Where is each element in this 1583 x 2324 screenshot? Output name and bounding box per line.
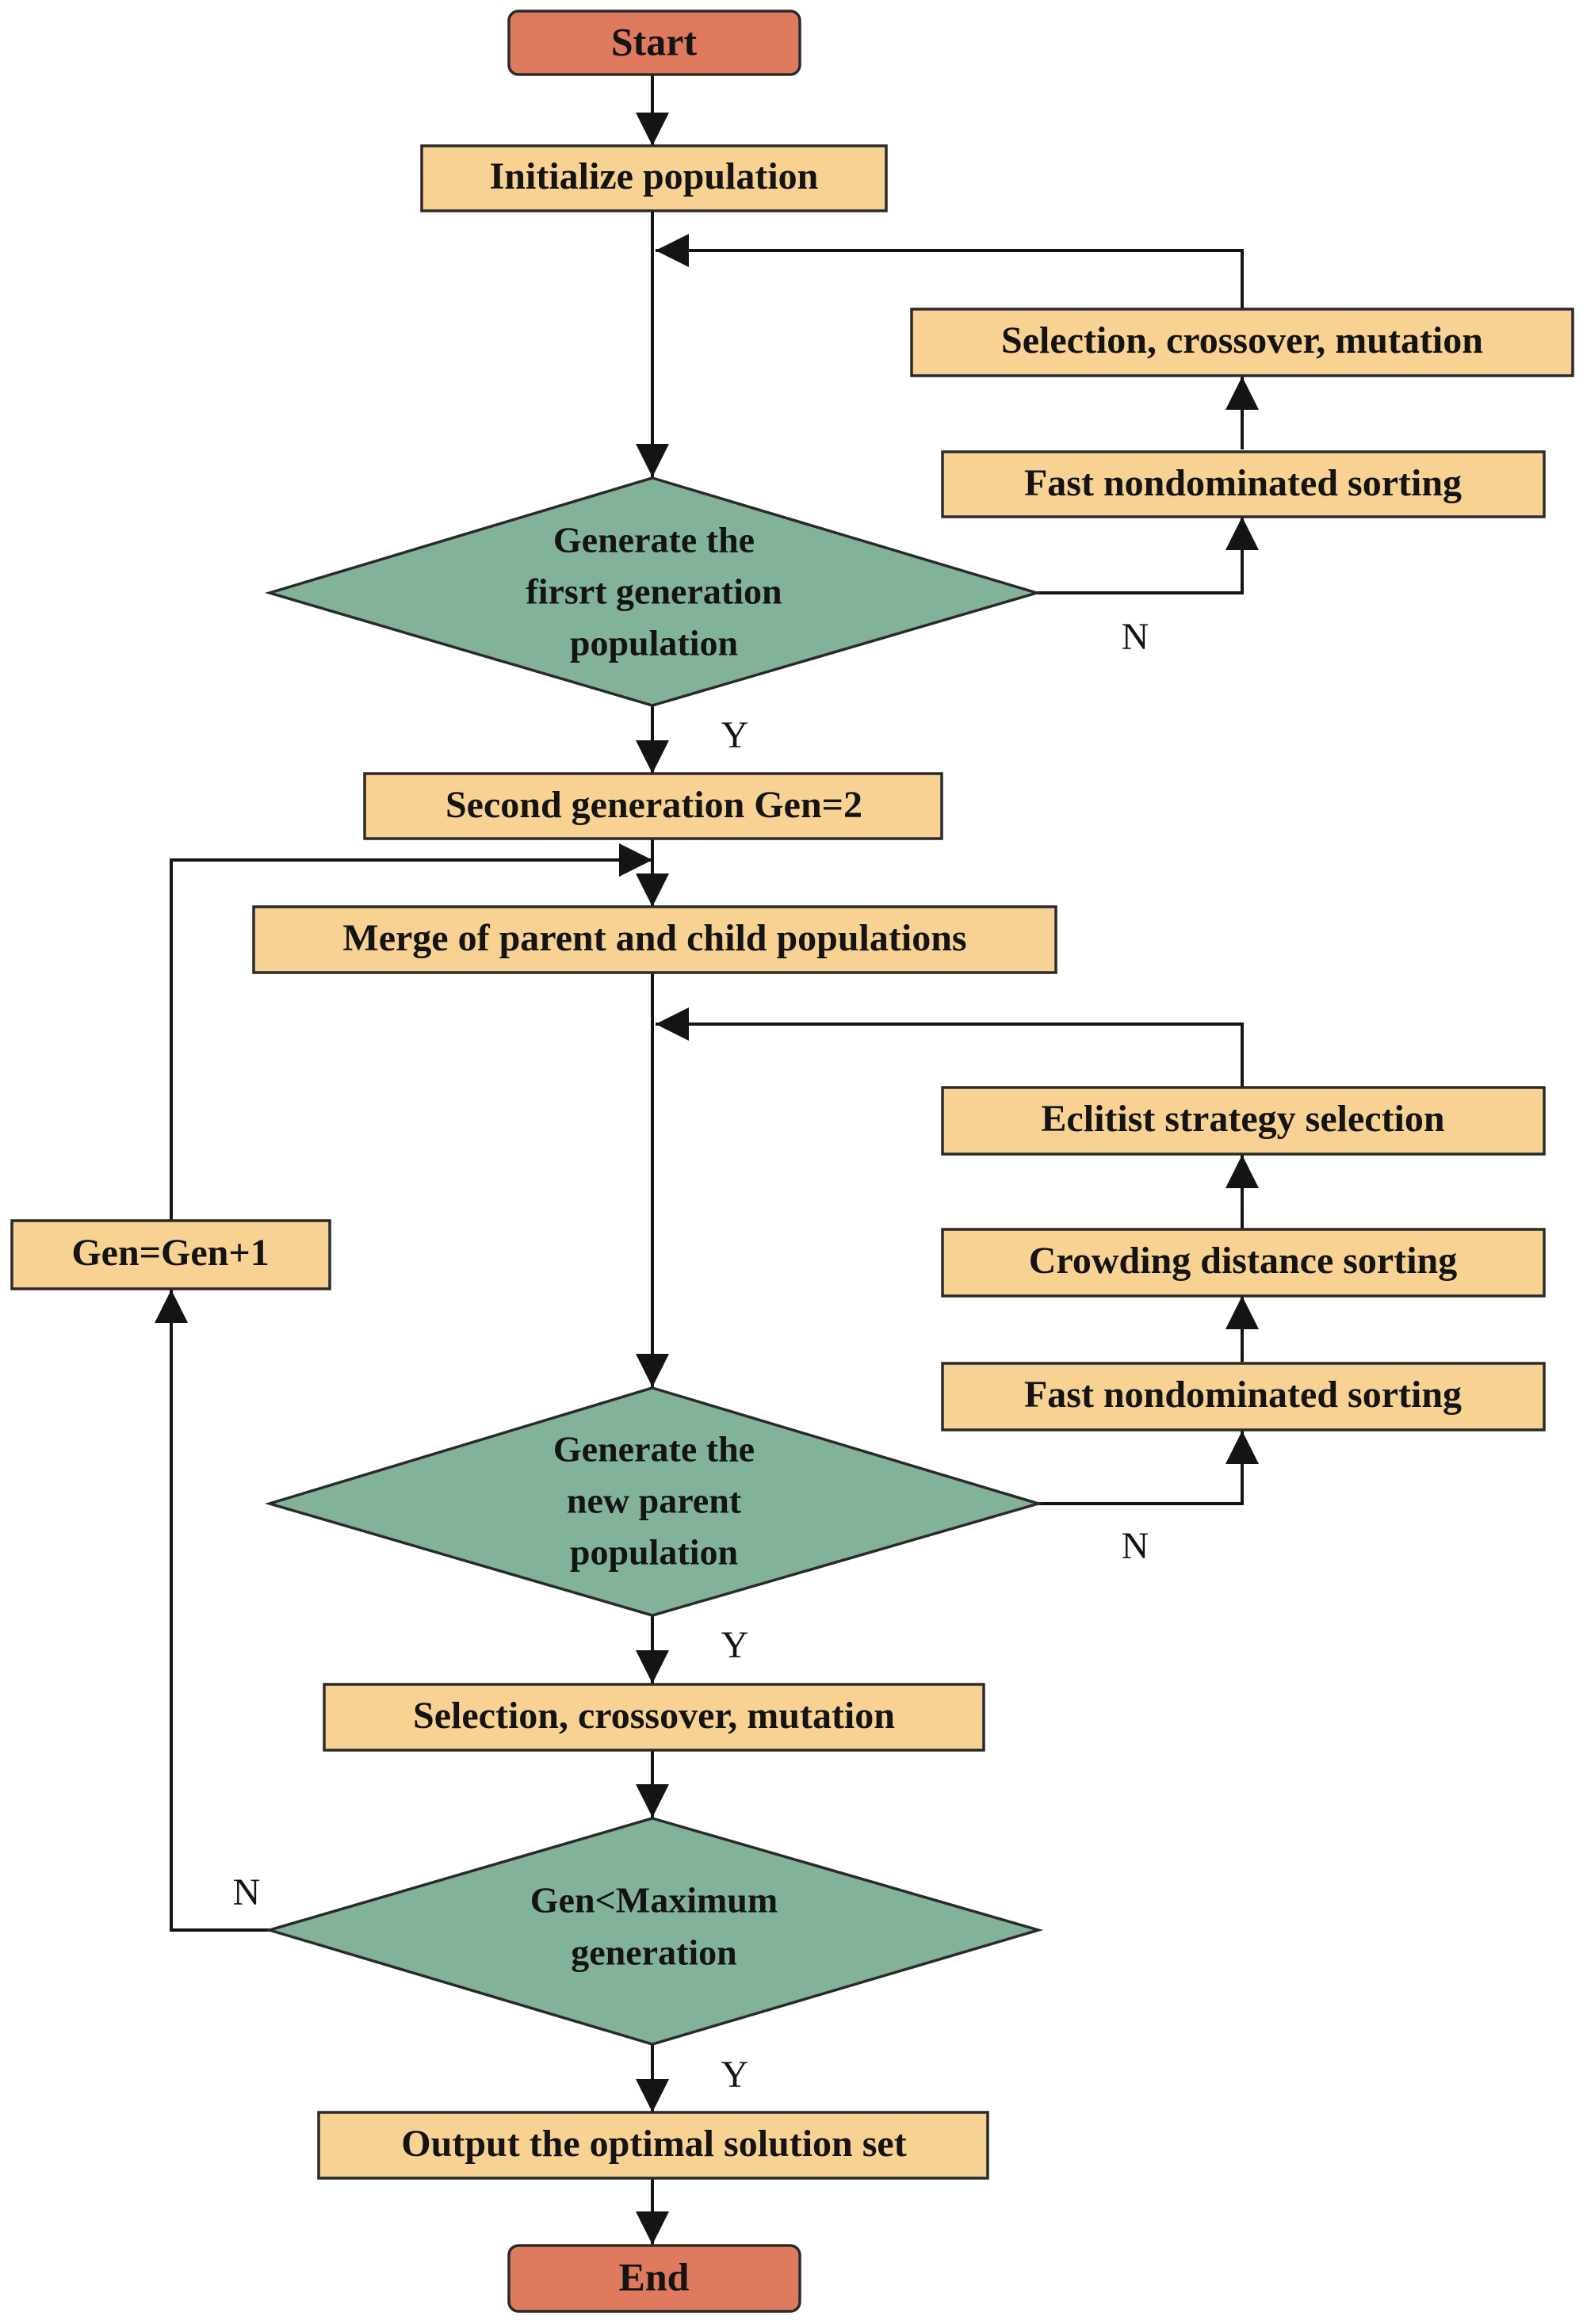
decision-first-gen: Generate the firsrt generation populatio… bbox=[264, 476, 1042, 707]
label-first-gen-no: N bbox=[1122, 616, 1149, 658]
decision-first-gen-line-3: population bbox=[570, 623, 738, 663]
node-start-label: Start bbox=[611, 19, 698, 63]
node-elitist-selection-label: Eclitist strategy selection bbox=[1041, 1098, 1444, 1140]
node-gen-increment-label: Gen=Gen+1 bbox=[71, 1232, 269, 1274]
decision-max-gen-line-1: Gen<Maximum bbox=[530, 1880, 778, 1921]
node-selection-crossover-mutation-top-label: Selection, crossover, mutation bbox=[1001, 319, 1483, 361]
node-merge-populations: Merge of parent and child populations bbox=[252, 905, 1057, 974]
decision-new-parent: Generate the new parent population bbox=[264, 1386, 1044, 1617]
node-fast-sorting-bottom: Fast nondominated sorting bbox=[941, 1362, 1546, 1431]
decision-first-gen-line-2: firsrt generation bbox=[526, 571, 782, 612]
node-init-population: Initialize population bbox=[420, 144, 888, 212]
edge-labels: N Y N Y N Y bbox=[233, 616, 1149, 2096]
node-output-solution: Output the optimal solution set bbox=[317, 2111, 989, 2180]
decision-new-parent-line-1: Generate the bbox=[553, 1429, 755, 1470]
decision-new-parent-line-2: new parent bbox=[567, 1481, 742, 1521]
node-fast-sorting-bottom-label: Fast nondominated sorting bbox=[1024, 1374, 1462, 1416]
node-crowding-sorting-label: Crowding distance sorting bbox=[1029, 1240, 1458, 1282]
node-merge-populations-label: Merge of parent and child populations bbox=[342, 917, 966, 959]
node-selection-crossover-mutation-top: Selection, crossover, mutation bbox=[910, 308, 1574, 377]
node-elitist-selection: Eclitist strategy selection bbox=[941, 1086, 1546, 1156]
node-fast-sorting-top-label: Fast nondominated sorting bbox=[1024, 462, 1462, 504]
edge-elitist-loop-back bbox=[656, 1007, 1244, 1087]
edge-selection-loop-back bbox=[656, 234, 1244, 309]
edge-max-gen-no-to-gen-increment bbox=[155, 1290, 270, 1932]
decision-max-gen-line-2: generation bbox=[571, 1932, 737, 1973]
node-end: End bbox=[507, 2244, 801, 2313]
node-second-gen-label: Second generation Gen=2 bbox=[445, 784, 862, 826]
label-new-parent-no: N bbox=[1122, 1525, 1149, 1567]
decision-new-parent-line-3: population bbox=[570, 1532, 738, 1573]
edges bbox=[155, 75, 1259, 2245]
edge-new-parent-no-to-fast-sorting bbox=[1038, 1431, 1259, 1505]
node-gen-increment: Gen=Gen+1 bbox=[10, 1219, 331, 1290]
node-init-population-label: Initialize population bbox=[490, 155, 819, 197]
node-selection-crossover-mutation-bottom: Selection, crossover, mutation bbox=[323, 1683, 985, 1752]
node-second-gen: Second generation Gen=2 bbox=[363, 772, 943, 840]
decision-max-gen: Gen<Maximum generation bbox=[264, 1817, 1044, 2046]
node-output-solution-label: Output the optimal solution set bbox=[401, 2123, 906, 2165]
edge-first-gen-no-to-fast-sorting bbox=[1037, 517, 1259, 594]
decision-first-gen-line-1: Generate the bbox=[553, 520, 755, 560]
label-max-gen-yes: Y bbox=[721, 2054, 749, 2096]
node-end-label: End bbox=[619, 2254, 690, 2299]
node-start: Start bbox=[507, 10, 801, 76]
node-fast-sorting-top: Fast nondominated sorting bbox=[941, 450, 1546, 518]
edge-gen-increment-loop-to-merge bbox=[170, 843, 652, 1221]
label-first-gen-yes: Y bbox=[721, 714, 749, 756]
node-selection-crossover-mutation-bottom-label: Selection, crossover, mutation bbox=[413, 1695, 895, 1737]
node-crowding-sorting: Crowding distance sorting bbox=[941, 1228, 1546, 1298]
label-new-parent-yes: Y bbox=[721, 1624, 749, 1666]
label-max-gen-no: N bbox=[233, 1871, 261, 1913]
